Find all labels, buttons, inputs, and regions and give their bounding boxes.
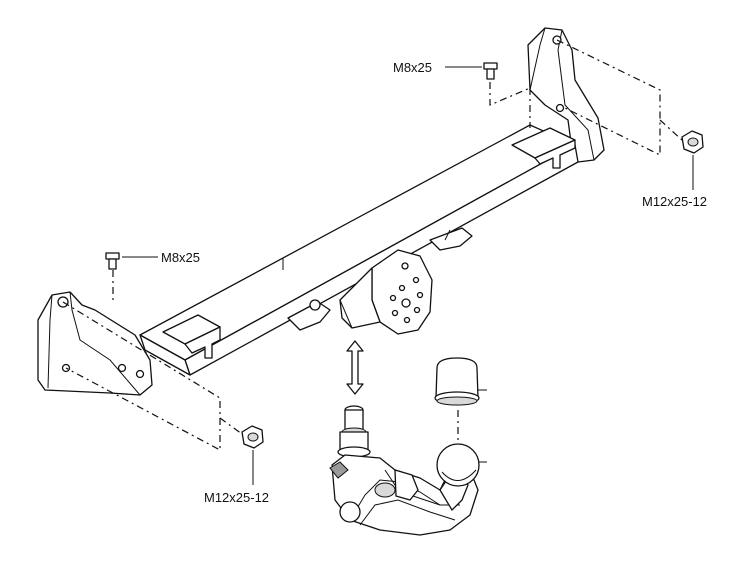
- crossbar-beam: [139, 124, 579, 376]
- leader-lines: [122, 66, 694, 485]
- lower-bracket-right: [429, 227, 473, 251]
- assembly-lines: [62, 39, 683, 451]
- detachable-ball-coupling: [329, 405, 487, 536]
- label-bolt-left: M8x25: [161, 250, 201, 265]
- right-mounting-bracket: [527, 27, 605, 163]
- left-mounting-bracket: [37, 291, 153, 396]
- bolt-top-icon: [483, 62, 498, 80]
- beam-tab-right: [511, 127, 576, 169]
- beam-tab-left: [162, 314, 221, 359]
- lower-bracket-left: [287, 299, 331, 331]
- bolt-left-icon: [105, 252, 120, 270]
- insert-direction-arrow-icon: [346, 340, 364, 395]
- label-nut-bottom: M12x25-12: [204, 490, 270, 505]
- nut-bottom-icon: [241, 425, 264, 449]
- label-nut-right: M12x25-12: [642, 194, 708, 209]
- socket-plate: [339, 249, 433, 335]
- label-bolt-top: M8x25: [393, 60, 433, 75]
- ball-cap: [434, 357, 487, 406]
- nut-right-icon: [681, 130, 704, 154]
